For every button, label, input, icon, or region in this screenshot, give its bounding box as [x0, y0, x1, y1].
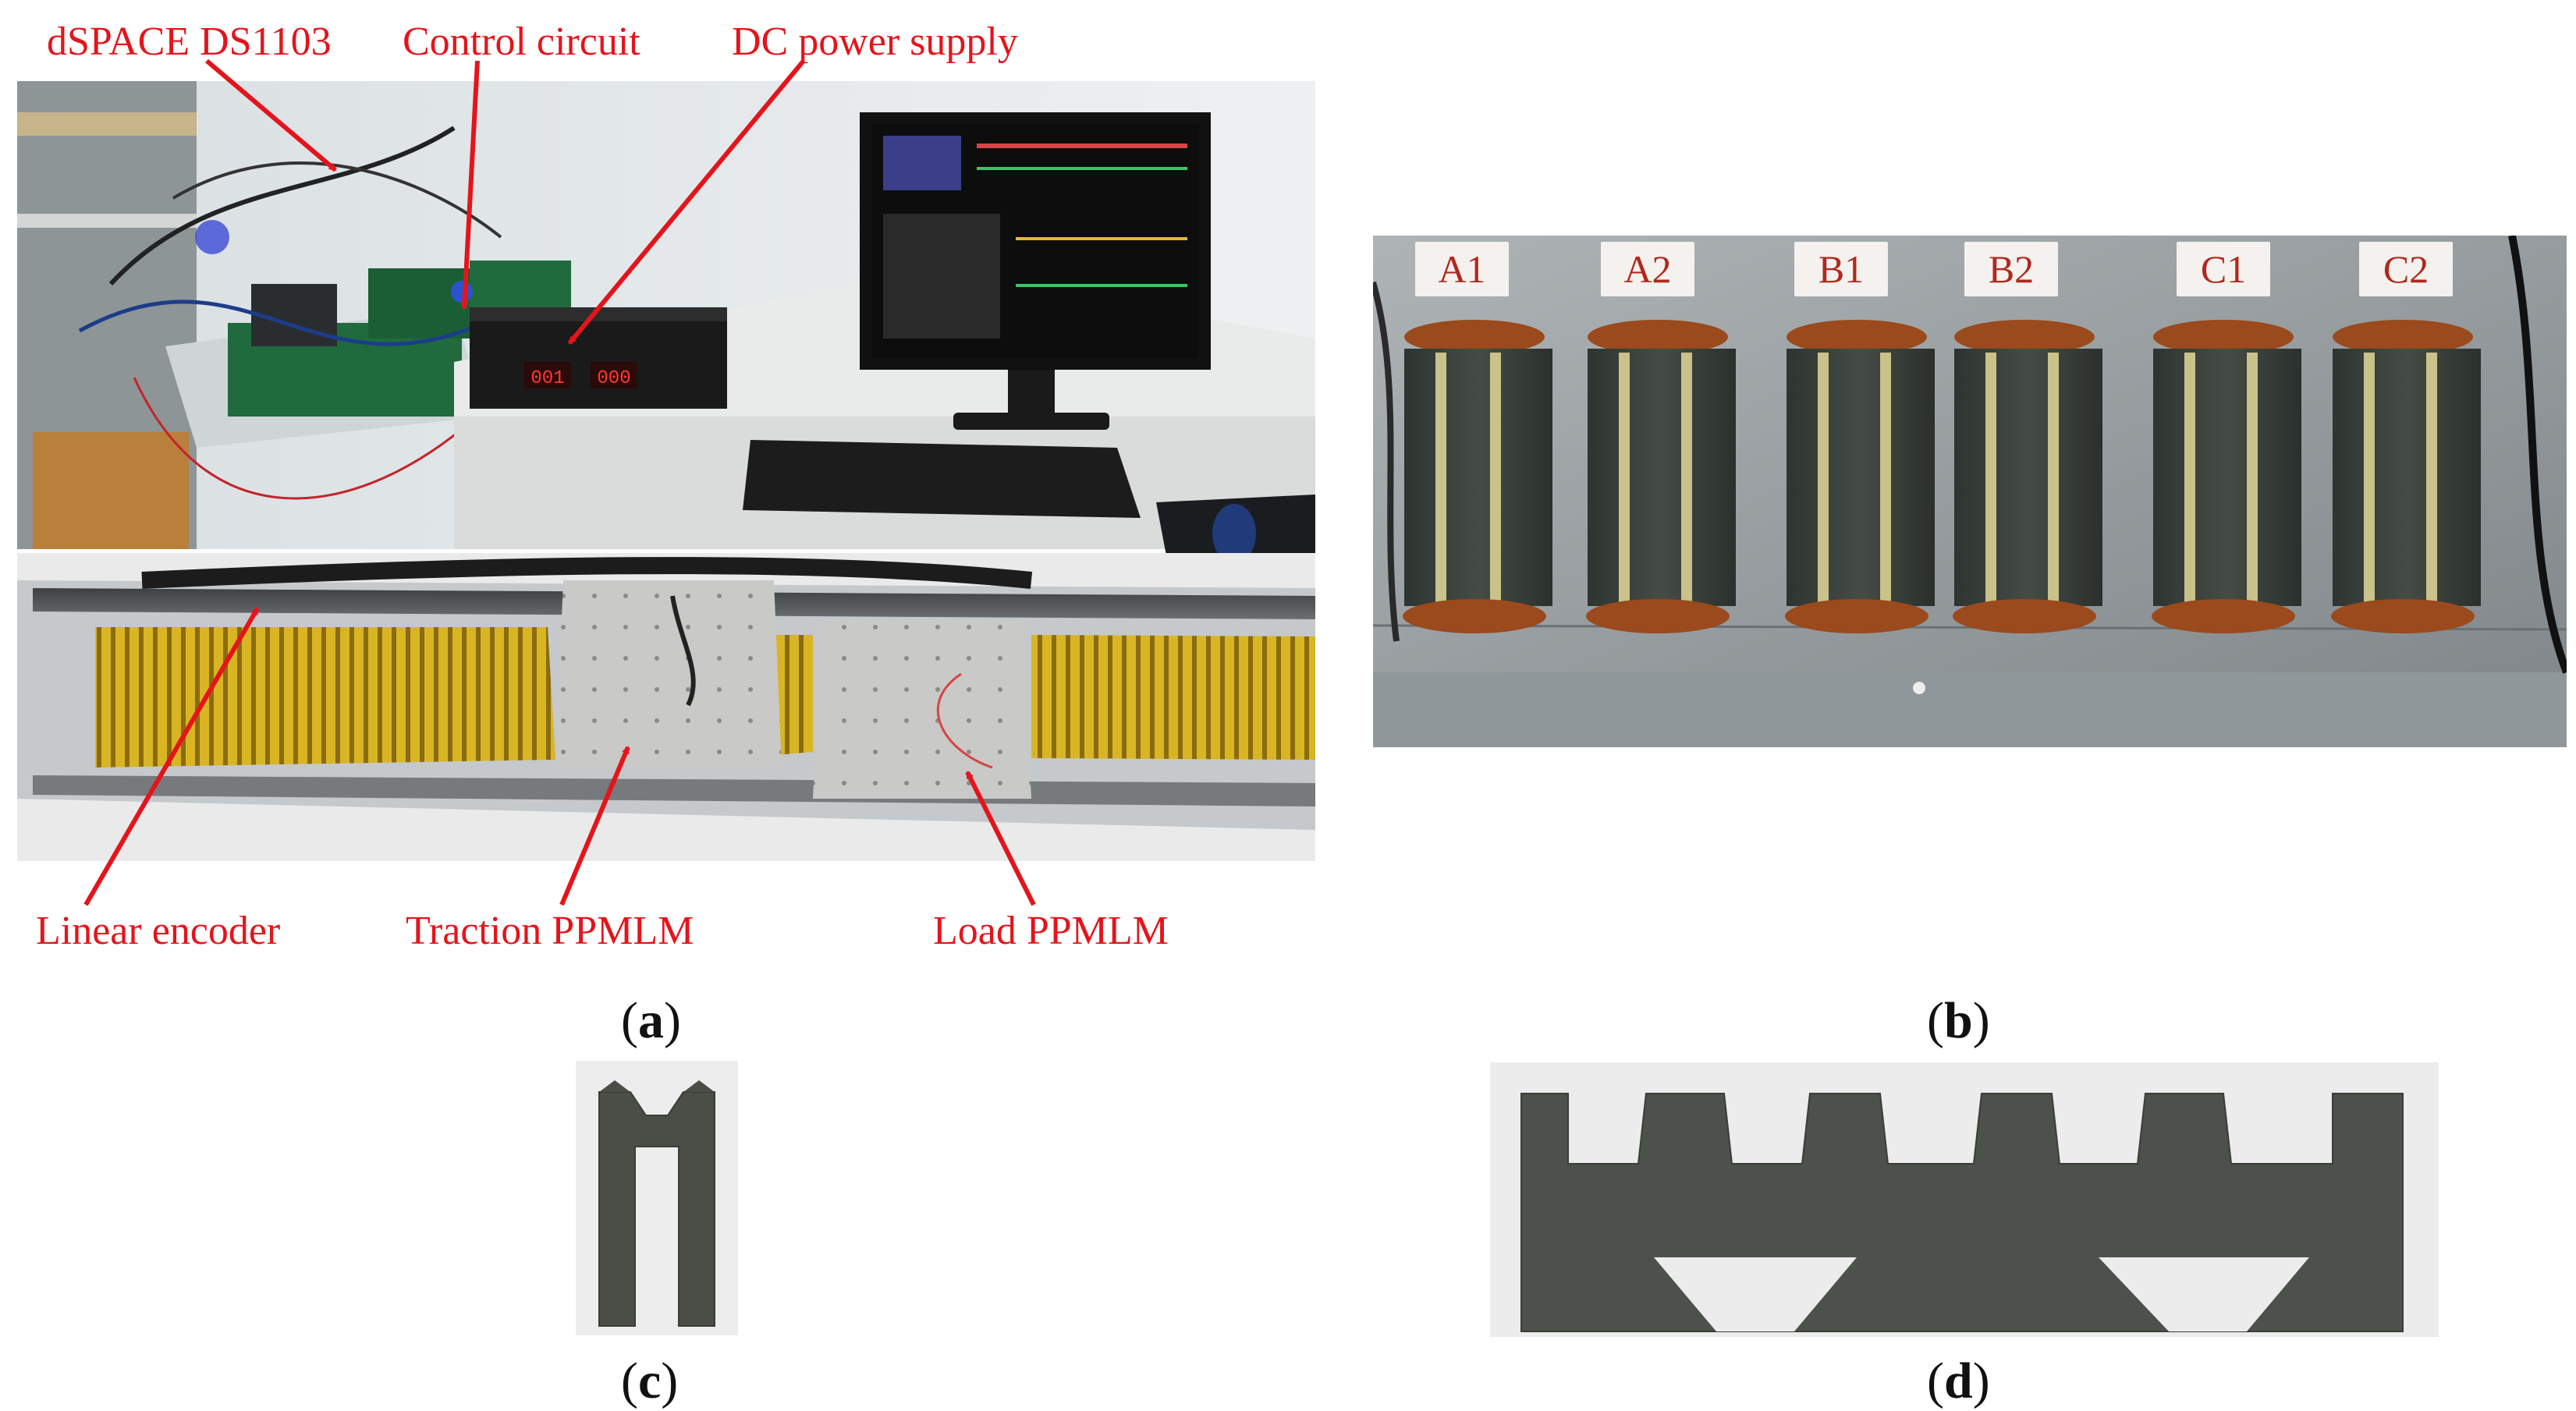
toothed-lamination-shape [1520, 1093, 2404, 1332]
toothed-lamination-photo [1490, 1062, 2439, 1337]
label-control-circuit: Control circuit [403, 19, 640, 64]
arrow-dc-supply [567, 59, 806, 345]
caption-a: (a) [621, 992, 681, 1049]
label-traction-ppmlm: Traction PPMLM [406, 909, 694, 953]
coil-module-c1 [2152, 320, 2301, 633]
arrow-load [965, 771, 1036, 906]
coil-module-b2 [1953, 320, 2102, 633]
caption-b-letter: b [1943, 992, 1973, 1049]
arrow-traction [559, 746, 630, 906]
caption-b: (b) [1927, 992, 1990, 1049]
coil-module-b1 [1785, 320, 1935, 633]
coil-label-c2: C2 [2359, 242, 2453, 296]
coil-label-a1: A1 [1415, 242, 1509, 296]
arrow-dspace [205, 58, 337, 172]
psu-display-left: 001 [530, 368, 564, 389]
coil-label-c1: C1 [2177, 242, 2270, 296]
caption-a-letter: a [637, 992, 664, 1049]
callout-arrows-a [83, 58, 1036, 906]
label-load-ppmlm: Load PPMLM [933, 909, 1169, 953]
caption-c-letter: c [637, 1353, 662, 1409]
u-lamination-photo [576, 1061, 738, 1335]
arrow-encoder [83, 607, 260, 906]
label-dspace: dSPACE DS1103 [47, 19, 332, 64]
caption-d-letter: d [1943, 1353, 1973, 1409]
coil-label-b1: B1 [1794, 242, 1888, 296]
label-linear-encoder: Linear encoder [36, 909, 281, 953]
stator-coils-photo [1373, 236, 2567, 747]
test-bench-illustration: 001 000 [17, 81, 1315, 861]
caption-c: (c) [621, 1353, 679, 1409]
test-bench-photo: 001 000 [17, 81, 1315, 861]
u-lamination-shape [598, 1080, 715, 1327]
arrow-control [460, 60, 480, 310]
stator-coils-illustration [1373, 236, 2567, 747]
coil-label-a2: A2 [1601, 242, 1694, 296]
label-dc-power-supply: DC power supply [732, 19, 1018, 64]
coil-module-a2 [1586, 320, 1736, 633]
coil-module-c2 [2331, 320, 2481, 633]
coil-module-a1 [1403, 320, 1552, 633]
caption-d: (d) [1927, 1353, 1990, 1409]
psu-display-right: 000 [597, 368, 630, 389]
coil-label-b2: B2 [1964, 242, 2058, 296]
